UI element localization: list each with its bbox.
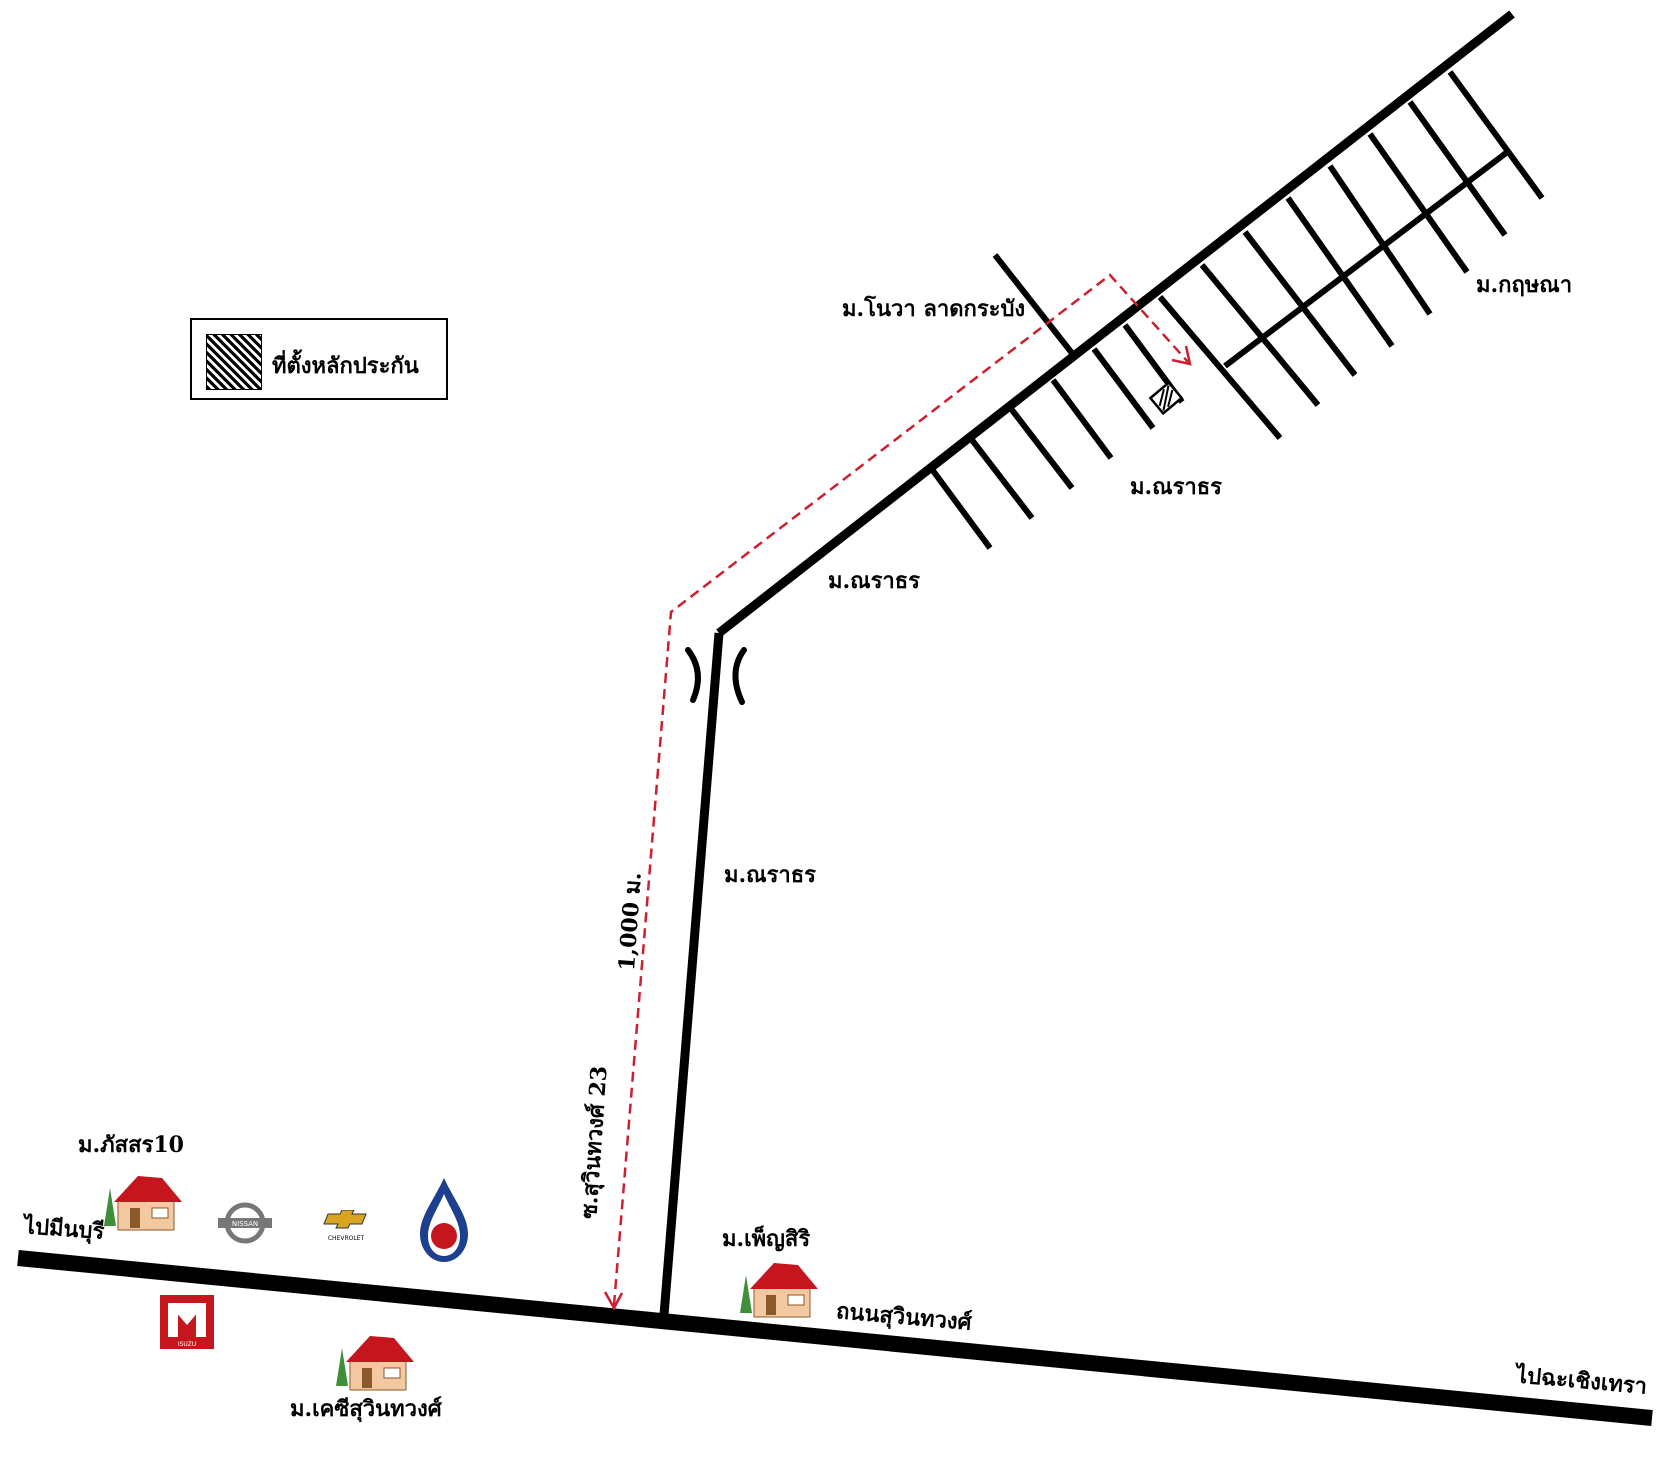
nowa-road: [992, 253, 1078, 359]
svg-text:ISUZU: ISUZU: [178, 1341, 196, 1348]
route-path: [612, 273, 1189, 1306]
label-distance: 1,000 ม.: [614, 871, 647, 972]
label-kc-suwinthawong: ม.เคซีสุวินทวงศ์: [290, 1396, 442, 1422]
label-naratorn-1: ม.ณราธร: [1130, 474, 1222, 500]
legend: ที่ตั้งหลักประกัน: [190, 318, 448, 400]
chevrolet-logo-icon: CHEVROLET: [323, 1210, 367, 1242]
isuzu-logo-icon: ISUZU: [160, 1295, 214, 1349]
legend-label: ที่ตั้งหลักประกัน: [272, 353, 419, 379]
label-phensiri: ม.เพ็ญสิริ: [722, 1226, 811, 1252]
label-naratorn-2: ม.ณราธร: [828, 568, 920, 594]
label-nowa: ม.โนวา ลาดกระบัง: [842, 296, 1026, 322]
house-icon: [104, 1176, 182, 1231]
house-icon: [336, 1336, 414, 1391]
soi-23-road: [659, 632, 724, 1316]
house-icon: [740, 1263, 818, 1318]
collateral-swatch: [206, 334, 262, 390]
route-arrow-start: [603, 1291, 624, 1311]
label-to-minburi: ไปมีนบุรี: [23, 1213, 106, 1245]
naratorn-main-road: [716, 10, 1515, 637]
label-kritsana: ม.กฤษณา: [1476, 272, 1573, 298]
label-pasorn10: ม.ภัสสร10: [78, 1132, 184, 1158]
svg-text:CHEVROLET: CHEVROLET: [328, 1235, 365, 1242]
route-arrow-end: [1171, 345, 1192, 366]
bridge-icon: [685, 647, 747, 705]
suwinthawong-road: [17, 1250, 1653, 1426]
label-naratorn-3: ม.ณราธร: [724, 862, 816, 888]
ptt-logo-icon: [420, 1178, 468, 1262]
nissan-logo-icon: NISSAN: [218, 1202, 272, 1244]
collateral-marker-icon: [1148, 380, 1184, 416]
svg-text:NISSAN: NISSAN: [232, 1220, 258, 1228]
side-streets: [928, 70, 1545, 550]
